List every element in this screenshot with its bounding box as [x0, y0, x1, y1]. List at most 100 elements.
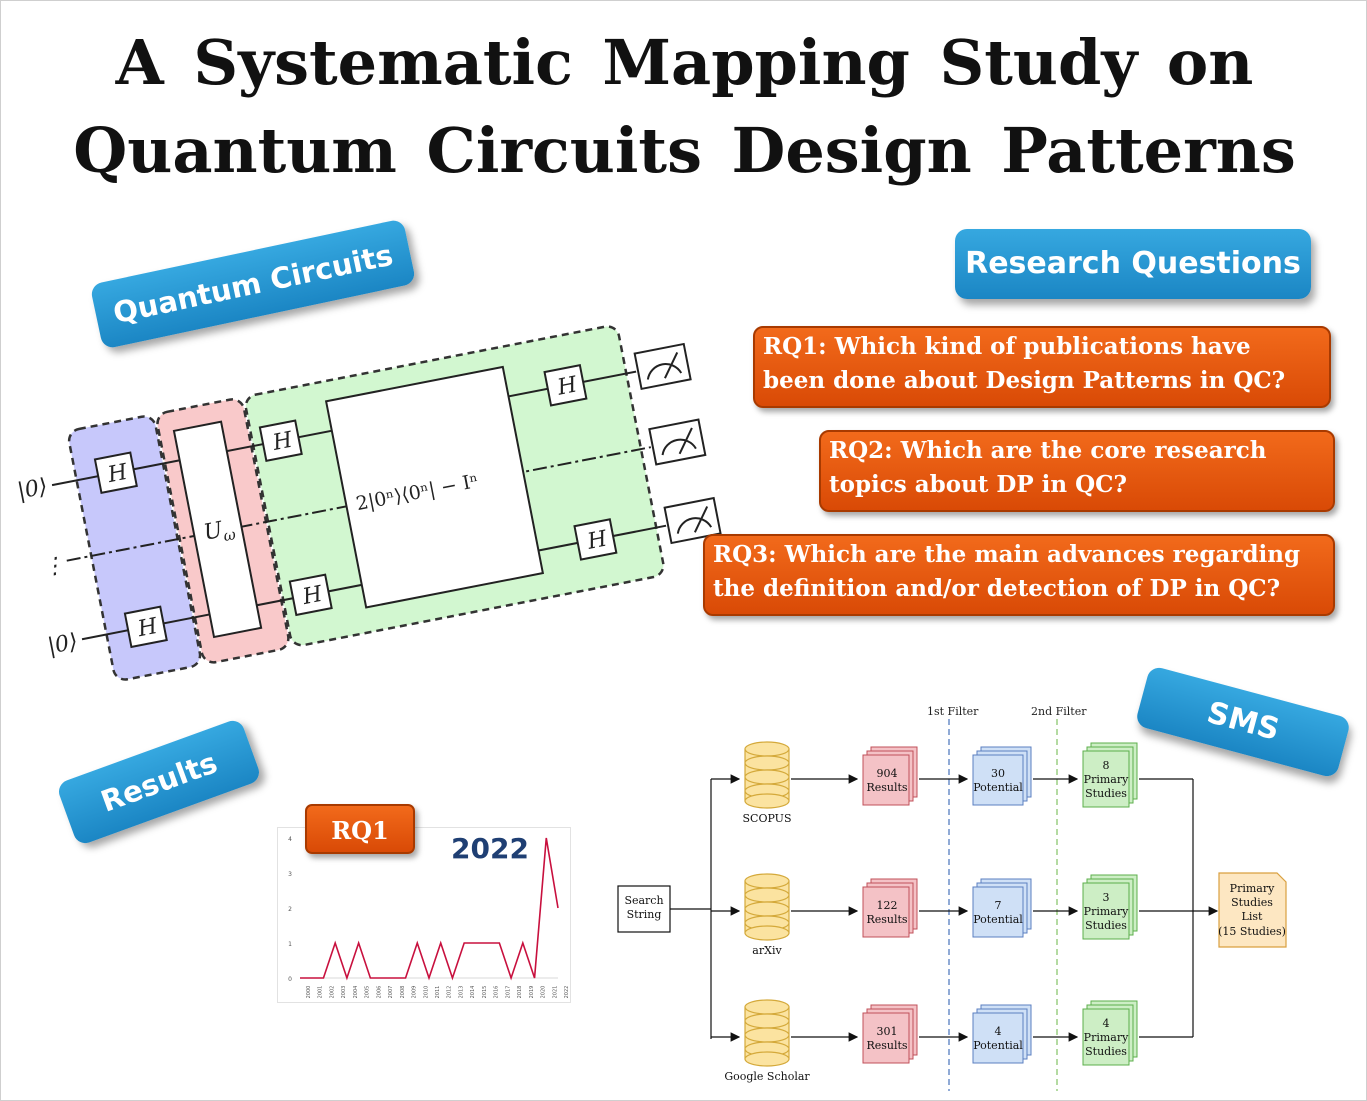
potential-count: 7 — [995, 899, 1002, 912]
y-tick-label: 4 — [288, 836, 292, 843]
h-gate — [573, 518, 618, 561]
database-icon — [744, 887, 790, 903]
rq2-box: RQ2: Which are the core research topics … — [819, 430, 1335, 512]
potential-document-icon — [980, 878, 1032, 930]
database-icon — [744, 1006, 790, 1060]
rq3-box: RQ3: Which are the main advances regardi… — [703, 534, 1335, 616]
rq1-line-1: RQ1: Which kind of publications have — [763, 333, 1251, 360]
slide-title: A Systematic Mapping Study on Quantum Ci… — [1, 19, 1366, 195]
input-ket-top: |0⟩ — [15, 474, 49, 504]
database-label: arXiv — [752, 944, 782, 957]
h-gate — [93, 451, 138, 495]
database-icon — [744, 1041, 790, 1057]
x-tick-label: 2000 — [306, 986, 312, 999]
h-gate — [258, 419, 303, 462]
title-line-2: Quantum Circuits Design Patterns — [73, 114, 1296, 187]
results-label: Results — [866, 781, 907, 794]
primary-label: Studies — [1085, 919, 1127, 932]
series-line — [300, 837, 559, 981]
x-tick-label: 2004 — [353, 986, 359, 999]
database-icon — [744, 901, 790, 917]
primary-label: Studies — [1085, 787, 1127, 800]
results-count: 301 — [877, 1025, 898, 1038]
y-tick-label: 2 — [288, 906, 292, 913]
database-icon — [744, 915, 790, 931]
x-tick-label: 2016 — [494, 986, 500, 999]
x-tick-label: 2008 — [400, 986, 406, 999]
x-tick-label: 2014 — [470, 986, 476, 999]
database-icon — [744, 769, 790, 785]
database-icon — [744, 1027, 790, 1043]
filter-1-label: 1st Filter — [927, 705, 979, 718]
potential-document-icon — [972, 886, 1024, 938]
y-tick-label: 3 — [288, 871, 292, 878]
primary-studies-document-icon — [1090, 1000, 1138, 1058]
primary-label: Primary — [1084, 905, 1129, 918]
quantum-circuits-label: Quantum Circuits — [89, 218, 417, 350]
potential-document-icon — [976, 882, 1028, 934]
potential-count: 30 — [991, 767, 1005, 780]
results-label: Results — [55, 717, 263, 847]
primary-count: 8 — [1103, 759, 1110, 772]
results-document-icon — [866, 750, 914, 802]
results-label: Results — [866, 1039, 907, 1052]
database-icon — [744, 741, 790, 757]
x-tick-label: 2018 — [517, 986, 523, 999]
h-gate-label: H — [105, 460, 130, 489]
sms-rows: SCOPUS904Results30Potential8PrimaryStudi… — [711, 741, 1193, 1083]
primary-studies-document-icon — [1086, 1004, 1134, 1062]
rq1-badge: RQ1 — [305, 804, 415, 854]
database-icon — [744, 1013, 790, 1029]
h-gate — [543, 364, 588, 407]
final-list-line-1: Primary — [1230, 882, 1275, 895]
x-tick-label: 2015 — [482, 986, 488, 999]
rq3-line-1: RQ3: Which are the main advances regardi… — [713, 541, 1301, 568]
results-label: Results — [866, 913, 907, 926]
primary-studies-document-icon — [1090, 874, 1138, 932]
final-list-document-icon — [1218, 872, 1287, 948]
database-icon — [744, 755, 790, 771]
results-document-icon — [862, 886, 910, 938]
oracle-stage — [156, 398, 290, 664]
rq1-line-2: been done about Design Patterns in QC? — [763, 367, 1286, 394]
research-questions-label: Research Questions — [955, 229, 1311, 299]
x-tick-label: 2013 — [458, 986, 464, 999]
x-tick-label: 2010 — [423, 986, 429, 999]
potential-label: Potential — [973, 913, 1023, 926]
results-document-icon — [870, 746, 918, 798]
potential-document-icon — [980, 746, 1032, 798]
x-tick-label: 2022 — [564, 986, 570, 999]
potential-document-icon — [976, 1008, 1028, 1060]
primary-label: Primary — [1084, 1031, 1129, 1044]
primary-studies-document-icon — [1086, 878, 1134, 936]
qubit-wire-top — [51, 370, 637, 487]
primary-count: 3 — [1103, 891, 1110, 904]
database-icon — [744, 1051, 790, 1067]
database-label: SCOPUS — [743, 812, 792, 825]
primary-count: 4 — [1103, 1017, 1110, 1030]
primary-studies-document-icon — [1082, 1008, 1130, 1066]
x-tick-label: 2003 — [341, 986, 347, 999]
potential-document-icon — [980, 1004, 1032, 1056]
hadamard-stage — [67, 415, 202, 681]
database-icon — [744, 748, 790, 802]
search-string-box — [617, 885, 671, 933]
final-list-line-2: Studies — [1231, 896, 1273, 909]
results-count: 904 — [877, 767, 898, 780]
x-tick-label: 2011 — [435, 986, 441, 999]
x-tick-label: 2009 — [412, 986, 418, 999]
h-gate — [288, 573, 333, 617]
measurement-meter-icon — [633, 342, 692, 391]
database-icon — [744, 783, 790, 799]
circuit-group: |0⟩ ⋮ |0⟩ H H H H H H Uω 2|0ⁿ⟩⟨0ⁿ| − Iⁿ — [15, 325, 722, 681]
database-icon — [744, 999, 790, 1015]
primary-label: Primary — [1084, 773, 1129, 786]
x-tick-label: 2006 — [376, 986, 382, 999]
x-tick-label: 2021 — [552, 986, 558, 999]
database-icon — [744, 925, 790, 941]
h-gate-label: H — [300, 582, 325, 611]
qubit-wire-middle — [66, 446, 652, 562]
potential-document-icon — [976, 750, 1028, 802]
